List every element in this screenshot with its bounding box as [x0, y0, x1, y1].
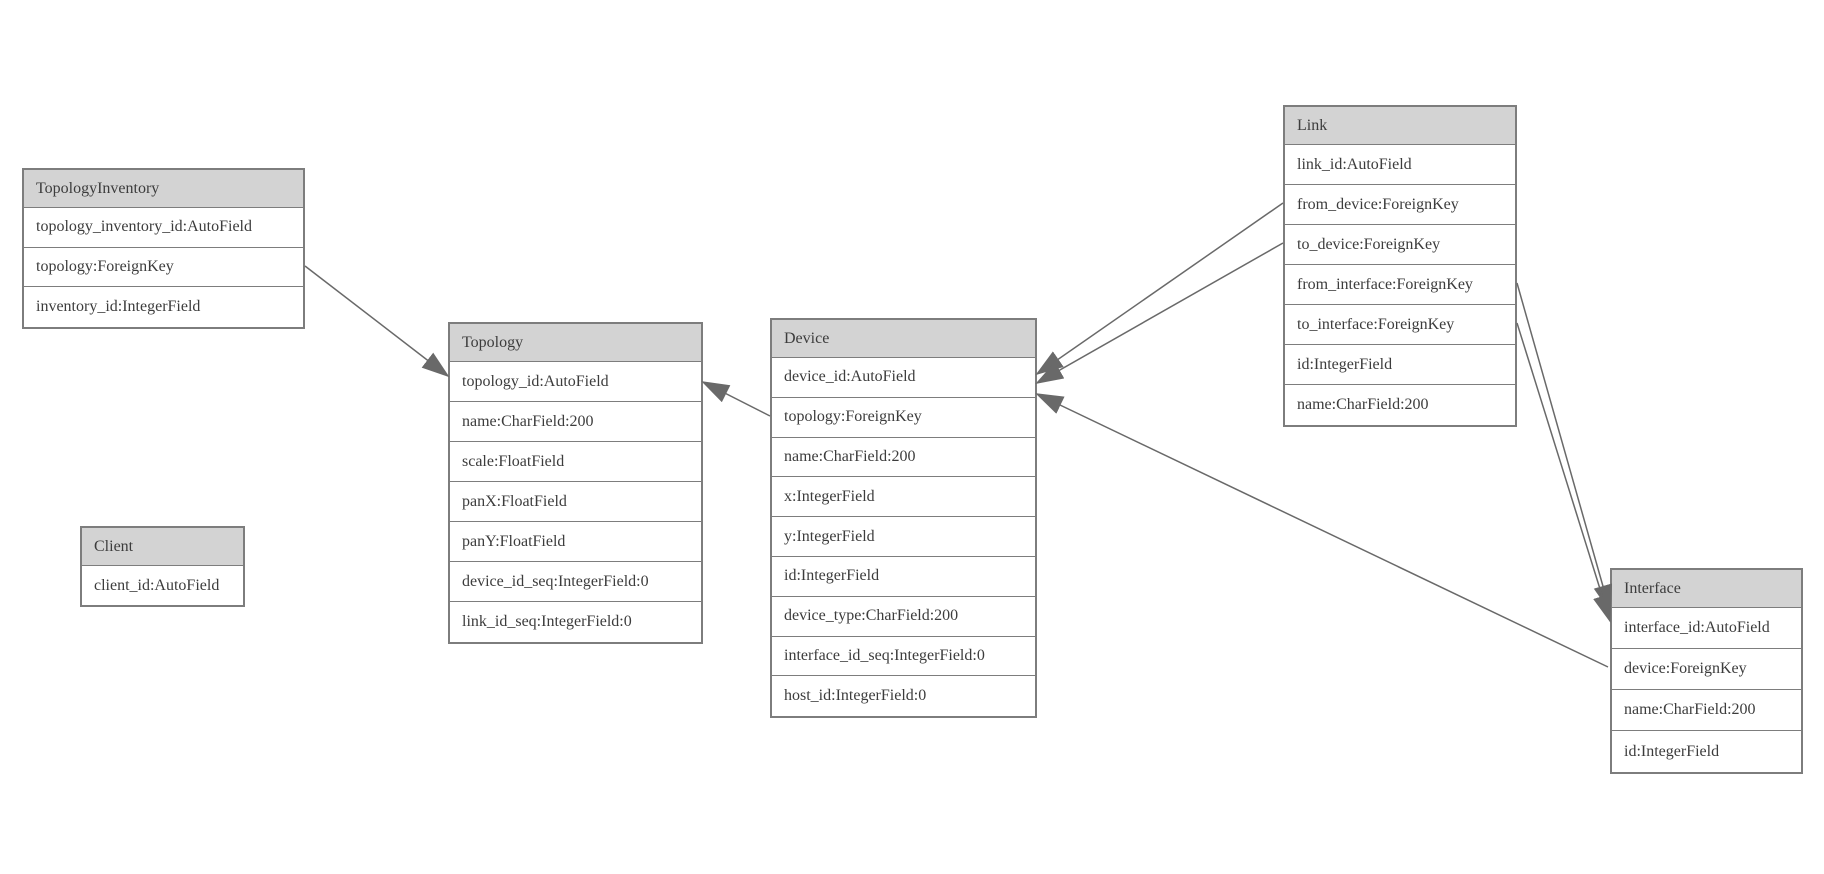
table-title-link: Link — [1285, 107, 1515, 145]
relation-topologyinventory-topology-to-topology — [304, 265, 450, 378]
table-field-row: panY:FloatField — [450, 522, 701, 562]
table-field-row: to_interface:ForeignKey — [1285, 305, 1515, 345]
table-title-topology: Topology — [450, 324, 701, 362]
relation-link-to_interface-to-interface — [1516, 322, 1612, 623]
table-field-row: device_id:AutoField — [772, 358, 1035, 398]
table-field-row: interface_id:AutoField — [1612, 608, 1801, 649]
table-field-row: name:CharField:200 — [1285, 385, 1515, 425]
table-field-row: client_id:AutoField — [82, 566, 243, 605]
table-field-row: host_id:IntegerField:0 — [772, 676, 1035, 717]
table-title-topologyinventory: TopologyInventory — [24, 170, 303, 208]
table-field-row: name:CharField:200 — [1612, 690, 1801, 731]
table-field-row: topology:ForeignKey — [24, 247, 303, 288]
relation-device-topology-to-topology — [701, 381, 771, 417]
table-field-row: id:IntegerField — [1612, 731, 1801, 772]
table-field-row: to_device:ForeignKey — [1285, 225, 1515, 265]
table-field-row: name:CharField:200 — [450, 402, 701, 442]
table-field-row: y:IntegerField — [772, 517, 1035, 557]
table-field-row: from_device:ForeignKey — [1285, 185, 1515, 225]
table-title-interface: Interface — [1612, 570, 1801, 608]
table-field-row: from_interface:ForeignKey — [1285, 265, 1515, 305]
table-field-row: topology_id:AutoField — [450, 362, 701, 402]
table-field-row: name:CharField:200 — [772, 437, 1035, 478]
table-field-row: id:IntegerField — [772, 556, 1035, 597]
table-field-row: device_id_seq:IntegerField:0 — [450, 562, 701, 602]
table-field-row: x:IntegerField — [772, 477, 1035, 518]
table-field-row: inventory_id:IntegerField — [24, 287, 303, 328]
table-field-row: link_id:AutoField — [1285, 145, 1515, 185]
table-field-row: interface_id_seq:IntegerField:0 — [772, 636, 1035, 677]
relation-link-from_device-to-device — [1035, 202, 1284, 376]
table-field-row: panX:FloatField — [450, 482, 701, 522]
table-field-row: topology:ForeignKey — [772, 397, 1035, 438]
table-field-row: topology_inventory_id:AutoField — [24, 208, 303, 248]
table-field-row: device:ForeignKey — [1612, 649, 1801, 690]
table-title-device: Device — [772, 320, 1035, 358]
table-title-client: Client — [82, 528, 243, 566]
relation-link-to_device-to-device — [1035, 242, 1284, 384]
table-field-row: link_id_seq:IntegerField:0 — [450, 602, 701, 642]
relation-interface-device-to-device — [1035, 393, 1609, 668]
relation-link-from_interface-to-interface — [1516, 282, 1613, 613]
table-field-row: device_type:CharField:200 — [772, 596, 1035, 637]
table-field-row: id:IntegerField — [1285, 345, 1515, 385]
table-field-row: scale:FloatField — [450, 442, 701, 482]
